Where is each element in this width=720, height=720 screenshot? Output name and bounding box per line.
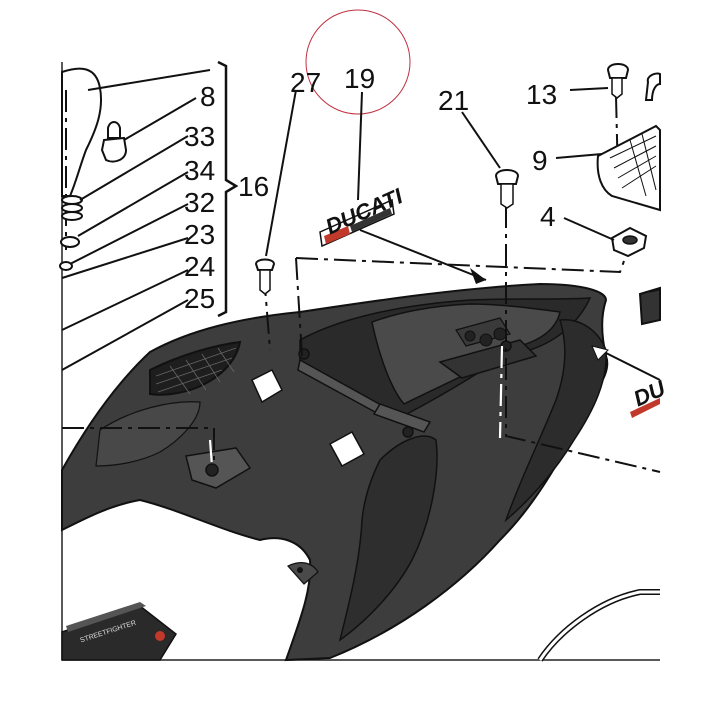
callout-33: 33 <box>184 121 215 152</box>
callout-4: 4 <box>540 201 556 232</box>
callout-8: 8 <box>200 81 216 112</box>
tail-fairing <box>61 282 609 662</box>
callout-34: 34 <box>184 155 215 186</box>
callout-19: 19 <box>344 63 375 94</box>
callout-9: 9 <box>532 145 548 176</box>
washer-34 <box>60 236 80 248</box>
slot-center <box>328 430 366 468</box>
decal-partial-text: DU <box>630 375 670 411</box>
center-tube <box>438 339 538 379</box>
right-block <box>638 286 661 326</box>
callout-24: 24 <box>184 251 215 282</box>
callout-23: 23 <box>184 219 215 250</box>
arrow-decal <box>470 268 486 284</box>
bolt-8 <box>100 136 128 163</box>
callout-27: 27 <box>290 67 321 98</box>
callout-13: 13 <box>526 79 557 110</box>
registration-circle <box>305 9 411 115</box>
spring-33 <box>61 195 83 221</box>
bracket-9 <box>555 72 661 212</box>
screw-27 <box>254 89 297 295</box>
seat-part <box>61 67 102 197</box>
screw-21 <box>461 111 520 209</box>
slot-left <box>251 368 283 404</box>
decal-19: DUCATI <box>319 91 407 248</box>
callout-32: 32 <box>184 187 215 218</box>
left-assembly <box>59 67 128 271</box>
decal-partial: DU <box>630 375 670 418</box>
group-bracket <box>217 60 239 318</box>
owner-manual: STREETFIGHTER <box>61 602 177 661</box>
side-scoop <box>338 435 438 642</box>
callout-labels: 8 33 34 32 23 24 25 16 27 19 21 13 9 4 <box>184 63 557 314</box>
cable <box>537 589 660 662</box>
screw-13 <box>569 63 630 99</box>
callout-16: 16 <box>238 171 269 202</box>
leader-lines-left <box>61 69 211 371</box>
grommet-4 <box>563 217 648 258</box>
callout-25: 25 <box>184 283 215 314</box>
bridge-bar-2 <box>372 403 432 433</box>
callout-21: 21 <box>438 85 469 116</box>
vent-grille <box>149 340 242 396</box>
arrow-right-decal <box>591 345 609 361</box>
nut-32 <box>59 261 73 271</box>
